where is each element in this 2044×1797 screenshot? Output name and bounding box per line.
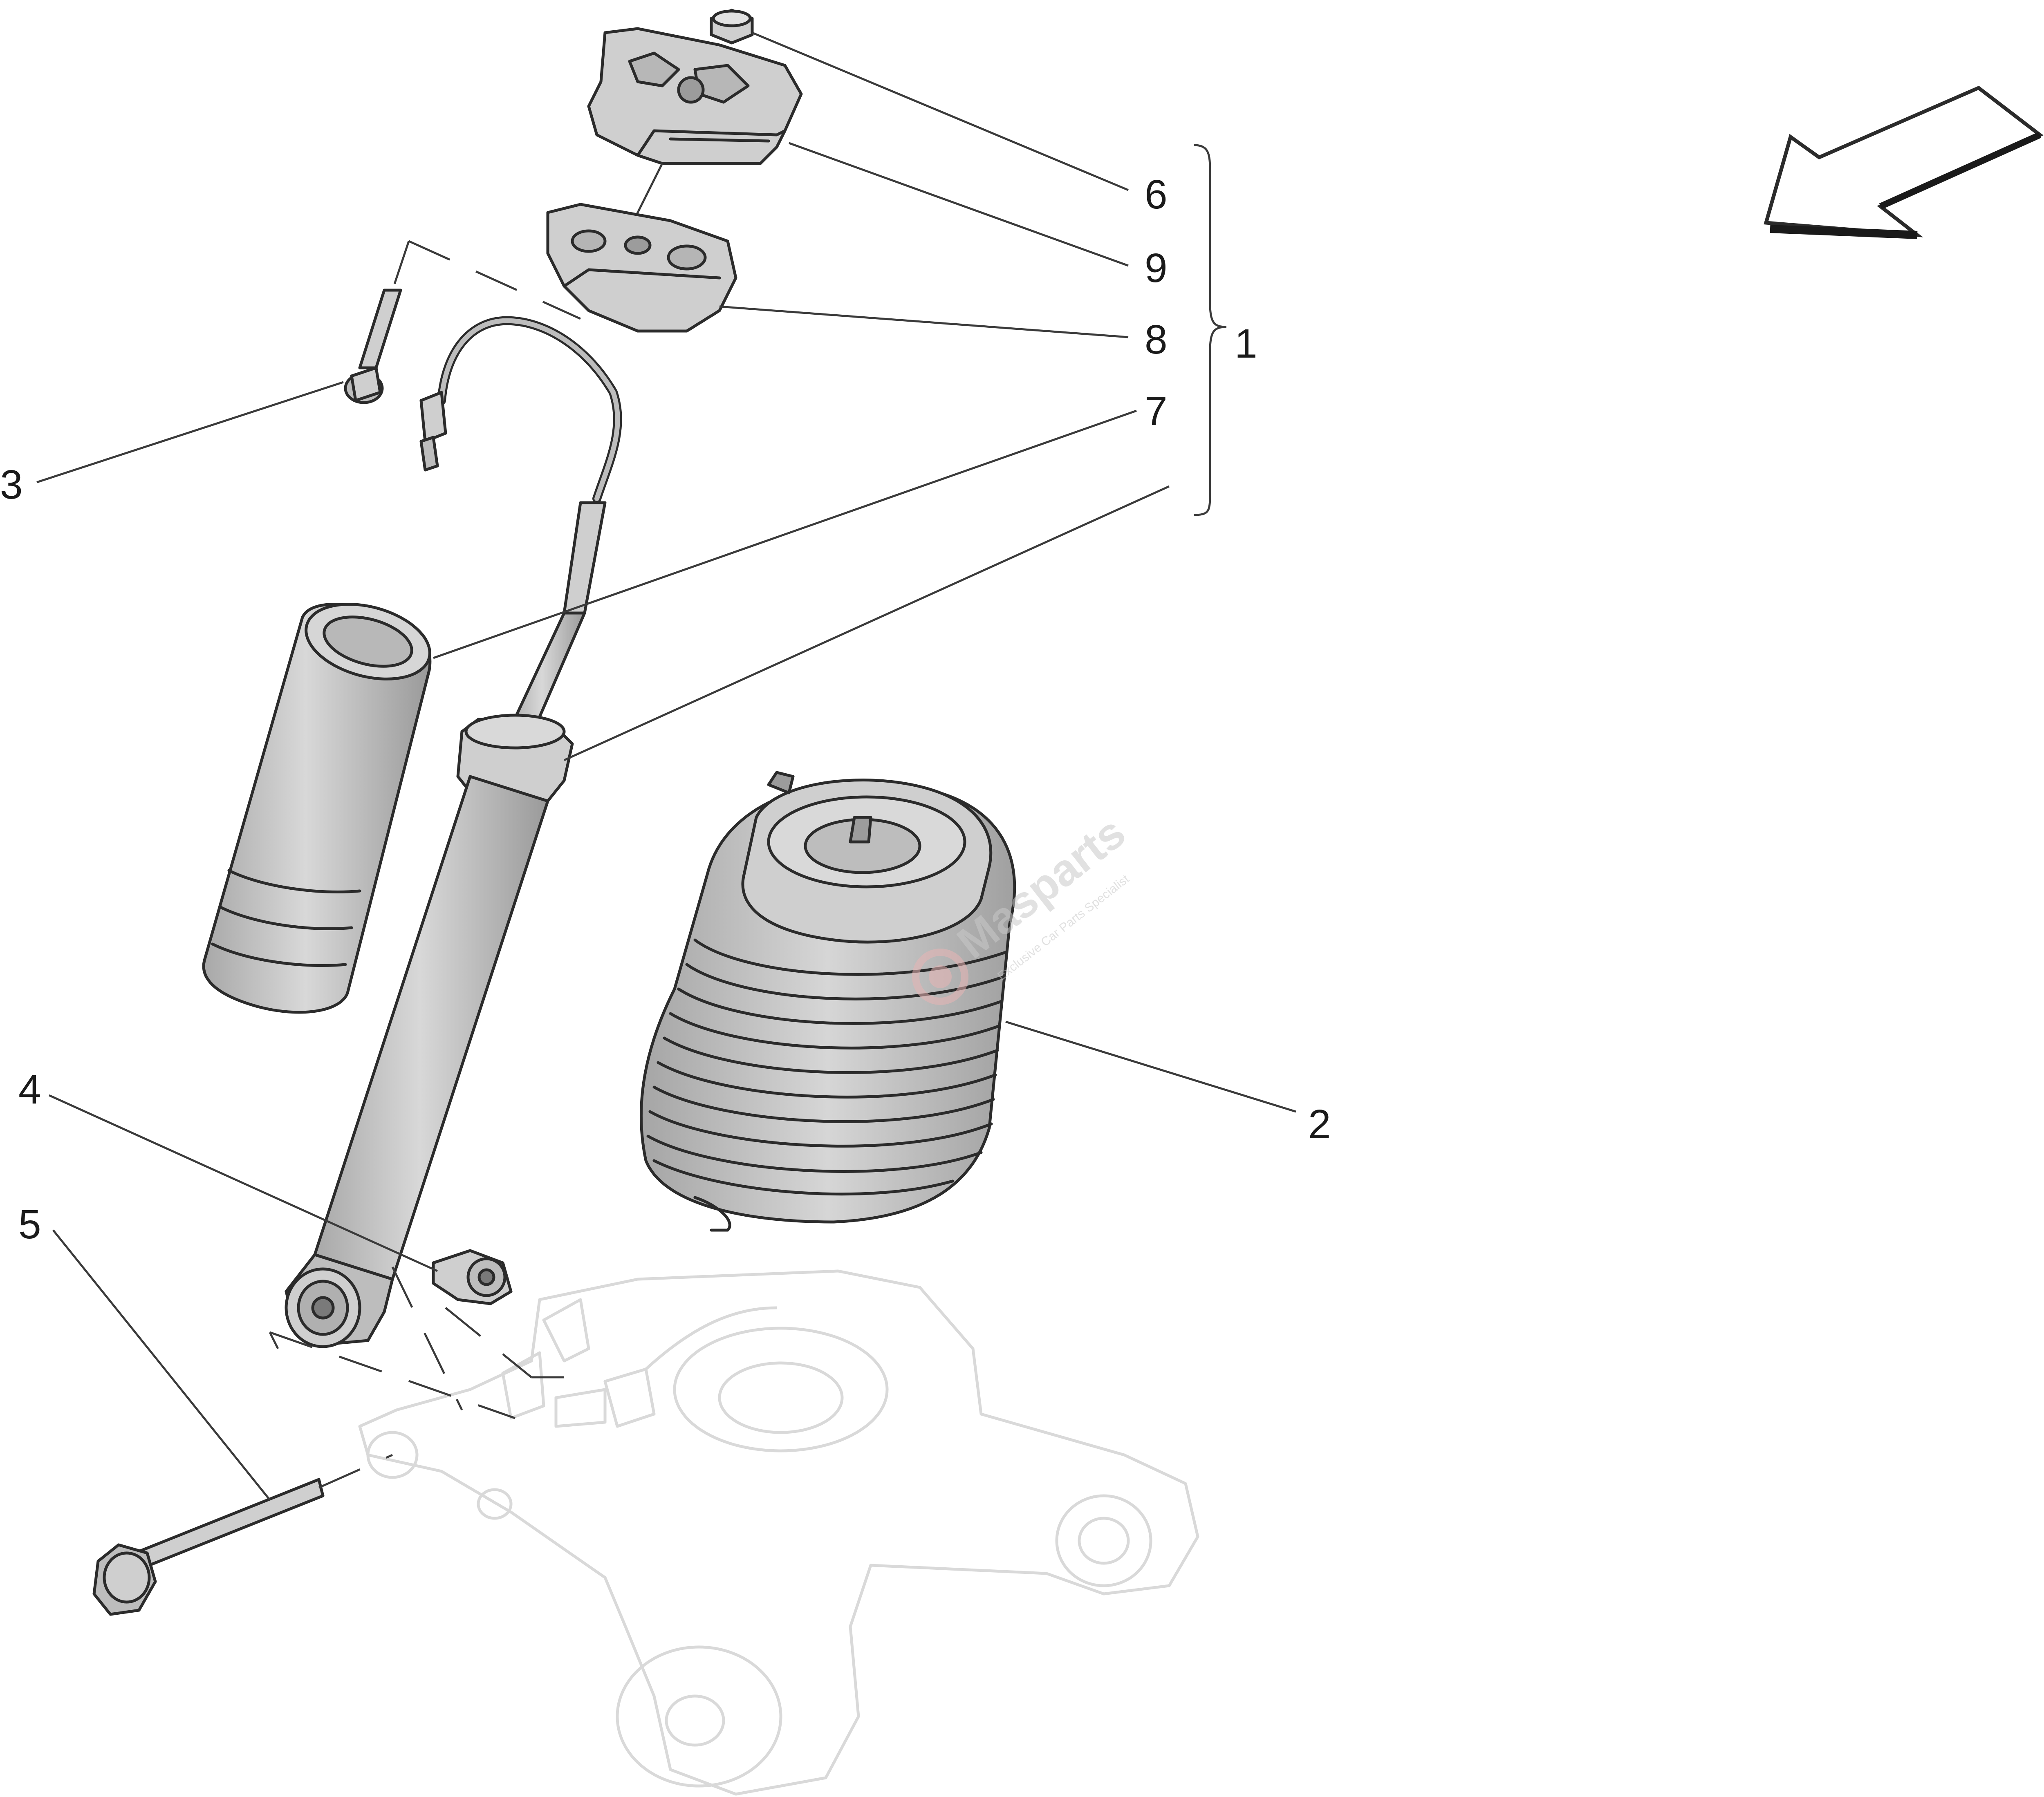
part-9-upper-mount [587, 27, 803, 165]
part-3-bolt [344, 289, 402, 404]
callout-9: 9 [1145, 245, 1168, 291]
part-6-nut [710, 9, 754, 45]
callout-labels: 6 9 8 7 1 2 3 4 5 [0, 172, 1331, 1247]
callout-8: 8 [1145, 317, 1168, 363]
suspension-arm-ghost [358, 1269, 1199, 1796]
part-5-long-bolt [92, 1478, 325, 1616]
callout-2: 2 [1308, 1101, 1331, 1147]
part-2-air-spring [639, 771, 1016, 1232]
leader-lines [36, 31, 1296, 1501]
callout-7: 7 [1145, 388, 1168, 434]
callout-6: 6 [1145, 172, 1168, 217]
assembly-dashed-lines [269, 240, 581, 1489]
part-4-bracket [432, 1249, 513, 1305]
callout-4: 4 [18, 1067, 41, 1112]
arrow-left-down-icon [1764, 85, 2044, 239]
part-7-shock-absorber [285, 316, 622, 1348]
part-8-lower-mount [546, 203, 737, 333]
callout-1: 1 [1235, 321, 1257, 367]
dust-boot [202, 603, 432, 1014]
callout-5: 5 [18, 1202, 41, 1247]
callout-3: 3 [0, 462, 23, 508]
